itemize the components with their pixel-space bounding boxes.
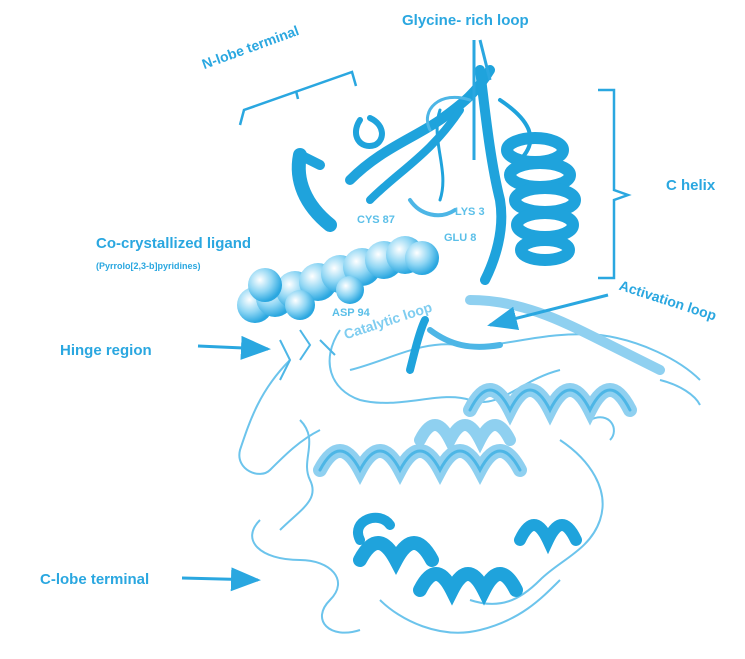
ligand-name-label: (Pyrrolo[2,3-b]pyridines)	[96, 262, 201, 271]
co-crystallized-ligand-label: Co-crystallized ligand	[96, 236, 251, 251]
c-lobe-helices	[320, 390, 630, 590]
activation-loop-ribbon	[410, 300, 660, 370]
c-helix-bracket	[598, 90, 628, 278]
residue-cys-label: CYS 87	[357, 215, 395, 226]
hinge-region-label: Hinge region	[60, 343, 152, 358]
residue-glu-label: GLU 8	[444, 233, 476, 244]
hinge-arrow	[198, 346, 268, 349]
c-helix-ribbon	[507, 138, 575, 260]
residue-lys-label: LYS 3	[455, 207, 485, 218]
n-lobe-bracket	[240, 72, 356, 125]
glycine-rich-loop-label: Glycine- rich loop	[402, 13, 529, 28]
c-helix-label: C helix	[666, 178, 715, 193]
c-lobe-terminal-label: C-lobe terminal	[40, 572, 149, 587]
c-lobe-arrow	[182, 578, 258, 580]
residue-asp-label: ASP 94	[332, 308, 370, 319]
c-lobe-loops	[239, 330, 700, 633]
hinge-sticks	[280, 330, 335, 380]
